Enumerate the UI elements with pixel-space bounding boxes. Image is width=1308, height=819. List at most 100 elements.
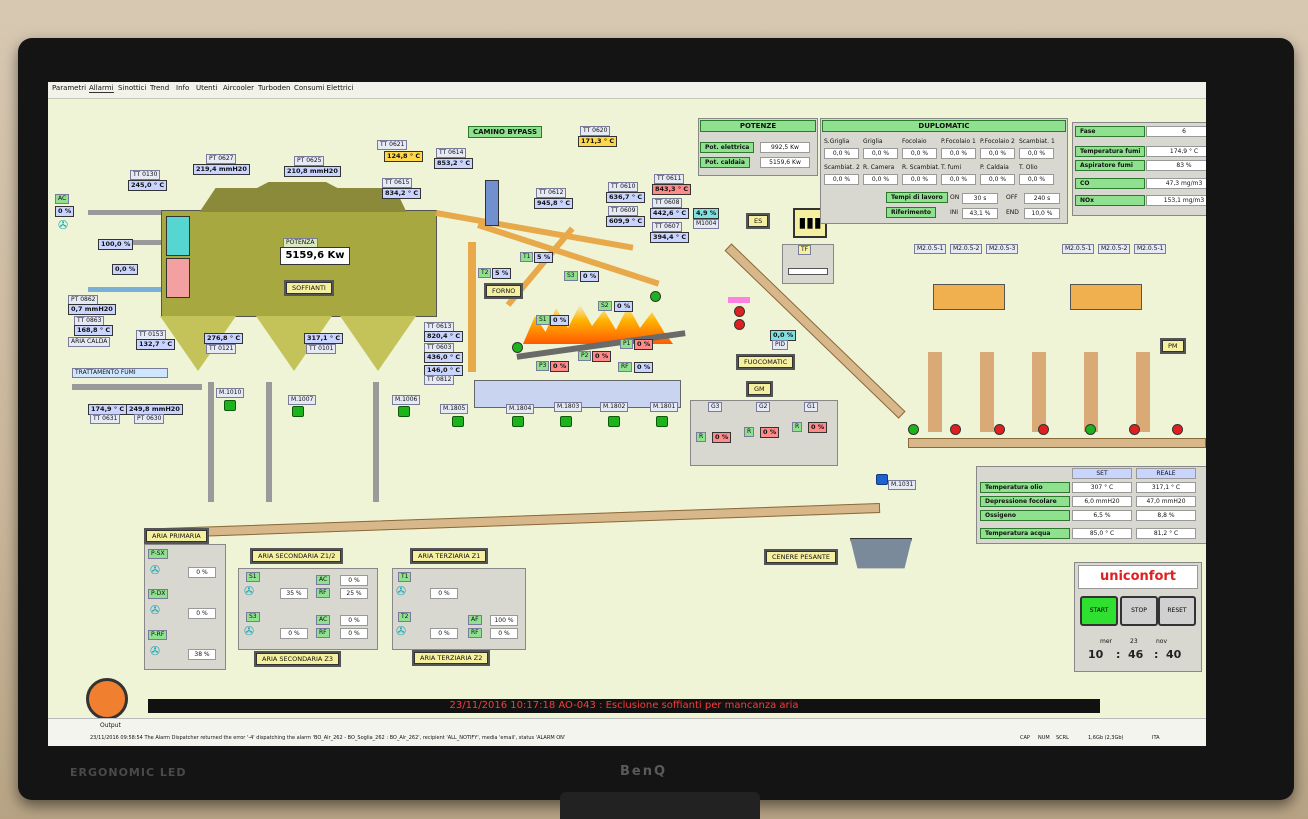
menu-utenti[interactable]: Utenti (196, 84, 218, 92)
duplomatic-header: Griglia (863, 138, 883, 145)
tt0603-value: 436,0 ° C (424, 352, 464, 363)
ash-cart (850, 538, 912, 569)
aria-secondaria-z12-title[interactable]: ARIA SECONDARIA Z1/2 (252, 550, 342, 562)
bottom-conveyor (148, 503, 881, 539)
scrl-indicator: SCRL (1056, 735, 1069, 741)
p-rf-fan-icon[interactable]: ✇ (150, 644, 161, 658)
m1031-label: M.1031 (888, 480, 917, 490)
t1-label: T1 (520, 252, 534, 262)
m1004-label: M1004 (693, 219, 720, 229)
ash-conveyor (908, 438, 1206, 448)
ter-t1-value: 0 % (430, 588, 458, 599)
riferimento-label: Riferimento (886, 207, 936, 218)
tt0612-value: 945,8 ° C (534, 198, 574, 209)
sec-s3-fan-icon[interactable]: ✇ (244, 624, 255, 638)
aria-primaria-title[interactable]: ARIA PRIMARIA (146, 530, 207, 542)
camino-bypass-label: CAMINO BYPASS (468, 126, 543, 138)
motor-m1010[interactable] (224, 400, 236, 411)
stop-button[interactable]: STOP (1120, 596, 1158, 626)
caps-indicator: CAP (1020, 735, 1030, 741)
tempi-off-value: 240 s (1024, 193, 1060, 204)
motor-m1803[interactable] (560, 416, 572, 427)
p-dx-value: 0 % (188, 608, 216, 619)
tt0621-label: TT 0621 (377, 140, 408, 150)
p-sx-fan-icon[interactable]: ✇ (150, 563, 161, 577)
pm-button[interactable]: PM (1162, 340, 1184, 352)
soffianti-button[interactable]: SOFFIANTI (286, 282, 332, 294)
reset-button[interactable]: RESET (1158, 596, 1196, 626)
ter-t2-fan-icon[interactable]: ✇ (396, 624, 407, 638)
forno-button[interactable]: FORNO (486, 285, 522, 297)
monitor-stand (560, 792, 760, 819)
aria-terziaria-z2-title[interactable]: ARIA TERZIARIA Z2 (414, 652, 489, 664)
menu-consumi-elettrici[interactable]: Consumi Elettrici (294, 84, 354, 92)
tt0609-value: 609,9 ° C (606, 216, 646, 227)
sec-ac-label: AC (316, 575, 331, 585)
motor-m1805[interactable] (452, 416, 464, 427)
tempi-on-value: 30 s (962, 193, 998, 204)
output-tab[interactable]: Output (100, 722, 121, 729)
oil-row-label: Temperatura acqua (980, 528, 1070, 539)
clock-sep-1: : (1116, 648, 1121, 661)
boiler-inlet-panel (166, 216, 190, 256)
sec-rf2-label: RF (316, 628, 330, 638)
duplomatic-header: R. Scambiat. (902, 164, 940, 171)
tempi-end-label: END (1006, 209, 1019, 216)
menu-aircooler[interactable]: Aircooler (223, 84, 255, 92)
es-button[interactable]: ES (748, 215, 769, 227)
pm-motor-4-label: M2.0.5-1 (1062, 244, 1095, 254)
start-button[interactable]: START (1080, 596, 1118, 626)
duplomatic-value: 0,0 % (824, 148, 859, 159)
m1010-label: M.1010 (216, 388, 245, 398)
pot-elettrica-label: Pot. elettrica (700, 142, 755, 153)
motor-m1031[interactable] (876, 474, 888, 485)
tf-slider[interactable] (788, 268, 828, 275)
m1803-label: M.1803 (554, 402, 583, 412)
p-dx-fan-icon[interactable]: ✇ (150, 603, 161, 617)
aria-secondaria-z3-title[interactable]: ARIA SECONDARIA Z3 (256, 653, 340, 665)
m1006-label: M.1006 (392, 395, 421, 405)
motor-m1802[interactable] (608, 416, 620, 427)
tt0610-value: 636,7 ° C (606, 192, 646, 203)
pt0630-label: PT 0630 (134, 414, 165, 424)
ter-t1-fan-icon[interactable]: ✇ (396, 584, 407, 598)
aria-terziaria-z1-title[interactable]: ARIA TERZIARIA Z1 (412, 550, 487, 562)
clock-minutes: 46 (1128, 648, 1144, 661)
menu-turboden[interactable]: Turboden (258, 84, 291, 92)
ac-fan-icon[interactable]: ✇ (58, 218, 69, 232)
p-rf-value: 38 % (188, 649, 216, 660)
tt0613-value: 820,4 ° C (424, 331, 464, 342)
damper-2-value: 0,0 % (112, 264, 139, 275)
motor-m1804[interactable] (512, 416, 524, 427)
duplomatic-value: 0,0 % (824, 174, 859, 185)
clock-date: 23 (1130, 638, 1138, 645)
motor-m1007[interactable] (292, 406, 304, 417)
duplomatic-header: Scambiat. 2 (824, 164, 860, 171)
duplomatic-value: 0,0 % (902, 174, 937, 185)
oil-set-header: SET (1072, 468, 1132, 479)
menu-sinottici[interactable]: Sinottici (118, 84, 147, 92)
cenere-pesante-button[interactable]: CENERE PESANTE (766, 551, 836, 563)
status-led (1085, 424, 1096, 435)
menu-parametri[interactable]: Parametri (52, 84, 87, 92)
menu-info[interactable]: Info (176, 84, 190, 92)
menu-allarmi[interactable]: Allarmi (89, 84, 114, 93)
tt0101-label: TT 0101 (306, 344, 337, 354)
motor-m1801[interactable] (656, 416, 668, 427)
pm-motor-2-label: M2.0.5-2 (950, 244, 983, 254)
fuocomatic-button[interactable]: FUOCOMATIC (738, 356, 794, 368)
tempi-off-label: OFF (1006, 194, 1018, 201)
motor-m1006[interactable] (398, 406, 410, 417)
menu-trend[interactable]: Trend (150, 84, 170, 92)
scada-screen: Parametri Allarmi Sinottici Trend Info U… (48, 82, 1206, 746)
sec-rf2-value: 0 % (340, 628, 368, 639)
sec-s1-value: 35 % (280, 588, 308, 599)
sec-s1-fan-icon[interactable]: ✇ (244, 584, 255, 598)
duplomatic-value: 0,0 % (980, 148, 1015, 159)
alarm-bar[interactable]: 23/11/2016 10:17:18 AO-043 : Esclusione … (148, 699, 1100, 713)
pot-caldaia-label: Pot. caldaia (700, 157, 750, 168)
duplomatic-panel (820, 118, 1068, 224)
ter-af-label: AF (468, 615, 482, 625)
windows-icon[interactable] (86, 678, 128, 720)
gm-button[interactable]: GM (748, 383, 771, 395)
